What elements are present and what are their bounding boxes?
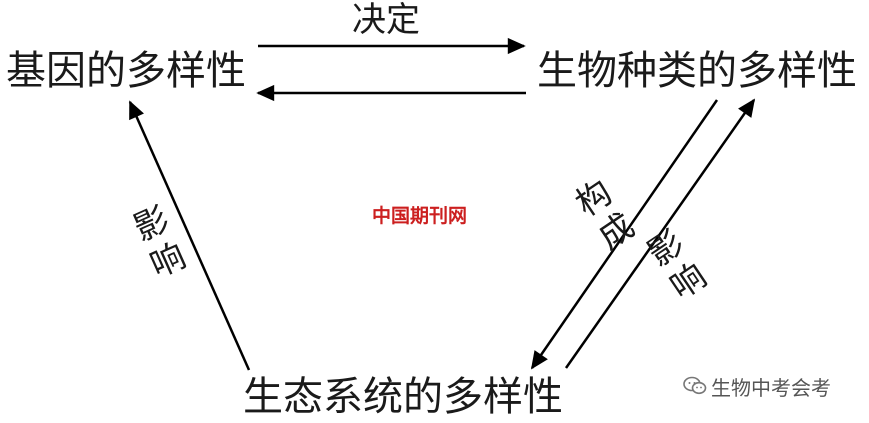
source-badge: 生物中考会考 bbox=[683, 375, 831, 401]
node-ecosystem-diversity: 生态系统的多样性 bbox=[243, 374, 563, 420]
node-genetic-diversity: 基因的多样性 bbox=[6, 48, 246, 94]
arrow-ecosystem-to-genetic bbox=[128, 100, 251, 371]
watermark-text: 中国期刊网 bbox=[372, 205, 468, 227]
arrow-ecosystem-to-species bbox=[564, 98, 756, 369]
label-determines: 决定 bbox=[352, 0, 420, 40]
badge-text: 生物中考会考 bbox=[711, 376, 831, 400]
arrow-species-to-ecosystem bbox=[530, 99, 719, 370]
wechat-icon bbox=[683, 375, 707, 401]
node-species-diversity: 生物种类的多样性 bbox=[537, 48, 857, 94]
